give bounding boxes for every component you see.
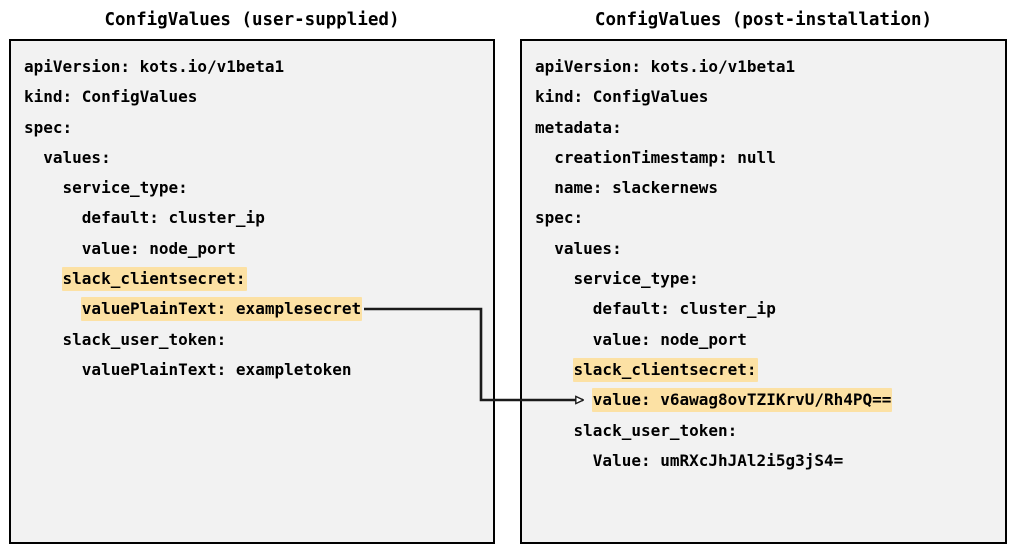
highlighted-token: slack_clientsecret: [61, 267, 247, 292]
yaml-line: spec: [535, 208, 584, 228]
yaml-line: value: v6awag8ovTZIKrvU/Rh4PQ== [535, 385, 1005, 415]
yaml-line: slack_clientsecret: [535, 355, 1005, 385]
yaml-line: values: [24, 147, 111, 167]
highlighted-token: slack_clientsecret: [572, 357, 758, 382]
yaml-line: slack_clientsecret: [24, 264, 493, 294]
yaml-line: Value: umRXcJhJAl2i5g3jS4= [535, 450, 844, 470]
yaml-line: metadata: [535, 117, 622, 137]
yaml-line: slack_user_token: [24, 329, 227, 349]
yaml-line: valuePlainText: exampletoken [24, 359, 352, 379]
yaml-code-block-user-supplied: apiVersion: kots.io/v1beta1 kind: ConfigV… [24, 52, 493, 385]
panel-title-post-installation: ConfigValues (post-installation) [594, 10, 933, 30]
yaml-line: service_type: [24, 178, 188, 198]
config-values-panel-user-supplied: apiVersion: kots.io/v1beta1 kind: ConfigV… [9, 39, 495, 544]
yaml-line: apiVersion: kots.io/v1beta1 [24, 57, 285, 76]
config-values-panel-post-installation: apiVersion: kots.io/v1beta1 kind: ConfigV… [520, 39, 1007, 544]
yaml-line: default: cluster_ip [24, 208, 265, 228]
yaml-line: creationTimestamp: null [535, 147, 776, 167]
highlighted-token: valuePlainText: examplesecret [80, 297, 363, 322]
yaml-line: values: [535, 238, 622, 258]
yaml-line: name: slackernews [535, 178, 719, 198]
yaml-line: spec: [24, 117, 73, 137]
highlighted-token: value: v6awag8ovTZIKrvU/Rh4PQ== [591, 388, 893, 413]
yaml-line: valuePlainText: examplesecret [24, 294, 493, 324]
yaml-line: slack_user_token: [535, 420, 738, 440]
yaml-line: kind: ConfigValues [24, 87, 198, 107]
yaml-line: service_type: [535, 269, 699, 289]
yaml-line: value: node_port [24, 238, 236, 258]
yaml-line: apiVersion: kots.io/v1beta1 [535, 57, 796, 76]
yaml-line: default: cluster_ip [535, 299, 776, 319]
panel-title-user-supplied: ConfigValues (user-supplied) [104, 10, 400, 30]
yaml-line: kind: ConfigValues [535, 87, 709, 107]
yaml-code-block-post-installation: apiVersion: kots.io/v1beta1 kind: ConfigV… [535, 52, 1005, 476]
yaml-line: value: node_port [535, 329, 747, 349]
